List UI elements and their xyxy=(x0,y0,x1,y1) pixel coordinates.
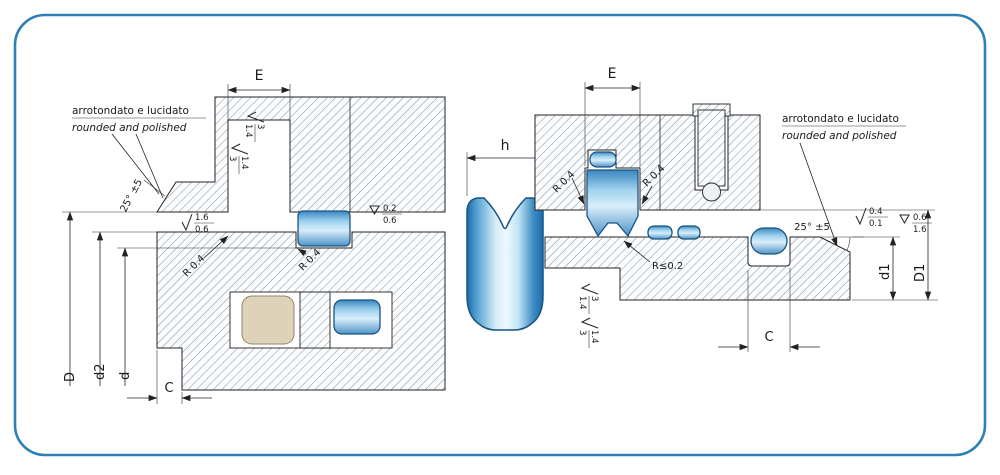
right-ring-in-groove xyxy=(750,227,788,255)
left-note-leader-1 xyxy=(111,133,160,195)
left-radius-leader-2 xyxy=(297,248,307,257)
svg-text:d1: d1 xyxy=(878,263,893,280)
right-finish-rod-1: 3 1.4 xyxy=(577,283,599,314)
right-wiper-seal-2 xyxy=(677,225,701,240)
left-secondary-seal xyxy=(333,299,381,335)
svg-text:1.4: 1.4 xyxy=(239,156,249,170)
svg-text:3: 3 xyxy=(227,156,237,161)
left-finish-bore: 1.6 0.6 xyxy=(181,213,214,235)
left-section-view: E 3 1.4 1.4 3 arrotondato e lucidato rou… xyxy=(62,68,446,404)
left-finish-groove-wall-2: 1.4 3 xyxy=(227,143,249,174)
svg-text:3: 3 xyxy=(589,296,599,301)
right-radius-leader-1 xyxy=(571,177,585,205)
left-note-line1: arrotondato e lucidato xyxy=(72,105,189,117)
left-D-label: D xyxy=(63,372,78,382)
svg-text:0.6: 0.6 xyxy=(195,225,209,235)
right-C-label: C xyxy=(764,330,773,345)
right-radius-leader-2 xyxy=(641,185,653,205)
left-upper-housing xyxy=(156,96,446,213)
svg-text:0.6: 0.6 xyxy=(383,216,397,226)
svg-text:3: 3 xyxy=(255,124,265,129)
left-radius-leader-1 xyxy=(203,235,229,259)
right-rod-radius-label: R≤0.2 xyxy=(652,261,683,272)
left-bearing-element xyxy=(241,295,295,345)
left-main-seal xyxy=(297,210,351,247)
left-E-label: E xyxy=(255,68,264,84)
svg-text:1.4: 1.4 xyxy=(589,330,599,344)
left-C-label: C xyxy=(164,381,173,396)
svg-text:1.6: 1.6 xyxy=(913,225,927,235)
right-note-line1: arrotondato e lucidato xyxy=(782,113,899,125)
left-d2-label: d2 xyxy=(93,363,108,380)
right-plug-body xyxy=(697,109,726,187)
right-angle-label: 25° ±5 xyxy=(794,222,830,233)
right-finish-rod-2: 1.4 3 xyxy=(577,317,599,348)
left-finish-groove-bottom: 0.2 0.6 xyxy=(369,204,402,226)
right-rod xyxy=(544,236,851,301)
seal-profile: h xyxy=(466,138,544,331)
right-E-label: E xyxy=(608,66,617,82)
right-note-leader xyxy=(799,142,838,247)
right-section-view: E R 0.4 R 0.4 R≤0.2 arrotondato e lucida… xyxy=(534,66,938,352)
right-d1-label: d1 xyxy=(878,263,893,280)
left-note-line2: rounded and polished xyxy=(72,122,187,134)
svg-text:0.2: 0.2 xyxy=(383,204,397,214)
h-label: h xyxy=(501,138,510,154)
left-retainer-block xyxy=(299,291,331,349)
svg-text:d: d xyxy=(118,372,133,380)
svg-text:D1: D1 xyxy=(913,264,928,282)
right-note-line2: rounded and polished xyxy=(782,130,897,142)
svg-text:0.4: 0.4 xyxy=(869,207,883,217)
right-wiper-seal-1 xyxy=(647,225,673,240)
svg-text:3: 3 xyxy=(577,330,587,335)
left-note-leader-2 xyxy=(135,133,164,199)
left-d-label: d xyxy=(118,372,133,380)
left-angle-leader xyxy=(143,179,166,197)
right-D1-label: D1 xyxy=(913,264,928,282)
svg-text:1.6: 1.6 xyxy=(195,213,209,223)
svg-text:1.4: 1.4 xyxy=(577,296,587,310)
svg-text:d2: d2 xyxy=(93,363,108,380)
svg-text:D: D xyxy=(63,372,78,382)
right-angle-arc xyxy=(846,236,851,251)
svg-text:0.1: 0.1 xyxy=(869,219,883,229)
right-energizer-oring xyxy=(589,151,617,168)
right-plug-ball xyxy=(702,182,721,202)
left-finish-groove-wall-1: 3 1.4 xyxy=(243,111,265,142)
svg-text:1.4: 1.4 xyxy=(243,124,253,138)
right-main-seal xyxy=(586,169,639,238)
svg-text:0.6: 0.6 xyxy=(913,213,927,223)
right-finish-chamfer: 0.4 0.1 xyxy=(855,207,888,229)
right-rod-radius-leader xyxy=(623,240,651,263)
